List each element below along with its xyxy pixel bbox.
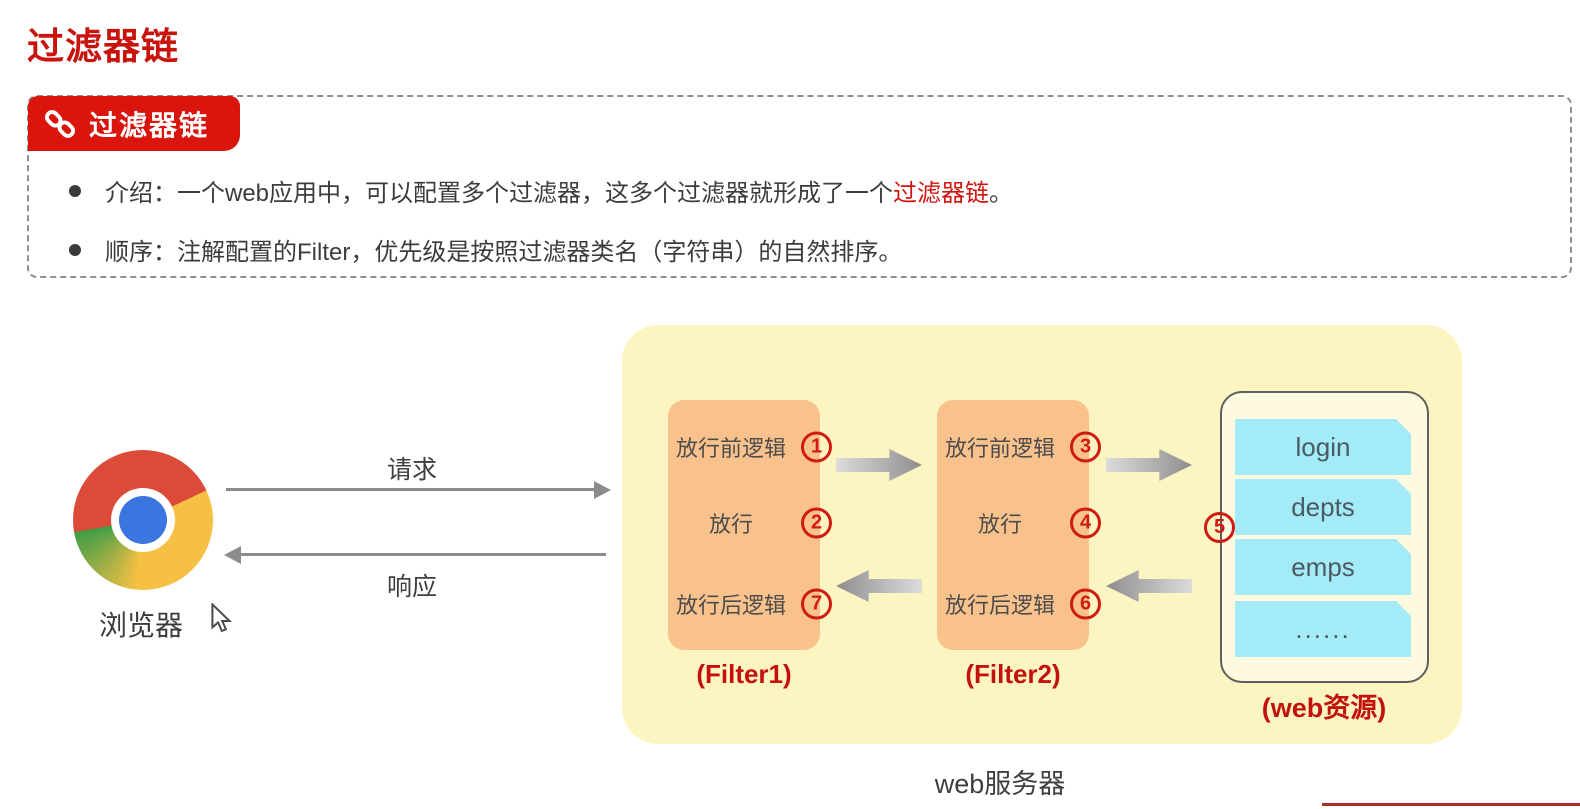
request-arrowhead-icon: [594, 481, 611, 499]
bullet-intro: 介绍：一个web应用中，可以配置多个过滤器，这多个过滤器就形成了一个过滤器链。: [69, 173, 1013, 208]
bullet-order: 顺序：注解配置的Filter，优先级是按照过滤器类名（字符串）的自然排序。: [69, 232, 902, 267]
request-arrow-line: [226, 488, 596, 491]
filter1-box: 放行前逻辑 1 放行 2 放行后逻辑 7: [668, 400, 832, 650]
resource-item-depts: depts: [1235, 479, 1411, 535]
filter1-row-pass: 放行 2: [674, 505, 832, 541]
bullet-order-text: 顺序：注解配置的Filter，优先级是按照过滤器类名（字符串）的自然排序。: [105, 232, 902, 267]
step-number-7: 7: [801, 588, 832, 620]
step-number-3: 3: [1070, 431, 1101, 463]
mouse-cursor-icon: [210, 602, 233, 633]
filter1-caption: (Filter1): [696, 659, 792, 689]
filter2-row-before: 放行前逻辑 3: [943, 429, 1101, 465]
bullet-dot: [69, 243, 81, 256]
chrome-icon: [73, 450, 213, 590]
filter2-row-pass-label: 放行: [977, 512, 1022, 537]
chain-link-icon: [44, 108, 76, 140]
section-badge: 过滤器链: [28, 96, 240, 151]
filter1-row-after-label: 放行后逻辑: [675, 593, 786, 618]
filter2-caption: (Filter2): [965, 659, 1061, 689]
step-number-5: 5: [1204, 512, 1235, 543]
step-number-4: 4: [1070, 507, 1101, 539]
step-number-2: 2: [801, 507, 832, 539]
response-label: 响应: [386, 573, 437, 601]
filter2-row-pass: 放行 4: [943, 505, 1101, 541]
step-number-6: 6: [1070, 588, 1101, 620]
filter2-row-before-label: 放行前逻辑: [944, 436, 1055, 461]
resource-item-emps: emps: [1235, 539, 1411, 595]
filter1-row-before: 放行前逻辑 1: [674, 429, 832, 465]
step-number-1: 1: [801, 431, 832, 463]
resource-item-login: login: [1235, 419, 1411, 475]
bullet-intro-highlight: 过滤器链: [893, 180, 990, 207]
bullet-intro-text: 介绍：一个web应用中，可以配置多个过滤器，这多个过滤器就形成了一个过滤器链。: [105, 173, 1013, 208]
web-resources-box: login depts emps ......: [1220, 391, 1429, 683]
web-resources-caption: (web资源): [1261, 693, 1387, 723]
intro-panel: 过滤器链 介绍：一个web应用中，可以配置多个过滤器，这多个过滤器就形成了一个过…: [27, 95, 1572, 278]
page-title: 过滤器链: [27, 26, 179, 67]
chrome-icon-inner-circle: [119, 496, 167, 544]
bottom-red-divider: [1322, 803, 1580, 806]
request-label: 请求: [386, 456, 437, 484]
browser-label: 浏览器: [98, 610, 183, 641]
filter2-row-after: 放行后逻辑 6: [943, 586, 1101, 622]
bullet-intro-prefix: 介绍：一个web应用中，可以配置多个过滤器，这多个过滤器就形成了一个: [105, 180, 894, 207]
bullet-intro-suffix: 。: [989, 180, 1014, 207]
response-arrowhead-icon: [224, 546, 241, 564]
bullet-dot: [69, 184, 81, 197]
response-arrow-line: [238, 553, 606, 556]
filter1-row-before-label: 放行前逻辑: [675, 436, 786, 461]
web-server-label: web服务器: [934, 769, 1066, 799]
filter2-row-after-label: 放行后逻辑: [944, 593, 1055, 618]
bullet-order-prefix: 顺序：注解配置的Filter，优先级是按照过滤器类名（字符串）的自然排序。: [105, 239, 903, 266]
section-badge-label: 过滤器链: [89, 109, 210, 141]
resource-item-more: ......: [1235, 601, 1411, 657]
filter1-row-pass-label: 放行: [708, 512, 753, 537]
filter2-box: 放行前逻辑 3 放行 4 放行后逻辑 6: [937, 400, 1101, 650]
filter1-row-after: 放行后逻辑 7: [674, 586, 832, 622]
